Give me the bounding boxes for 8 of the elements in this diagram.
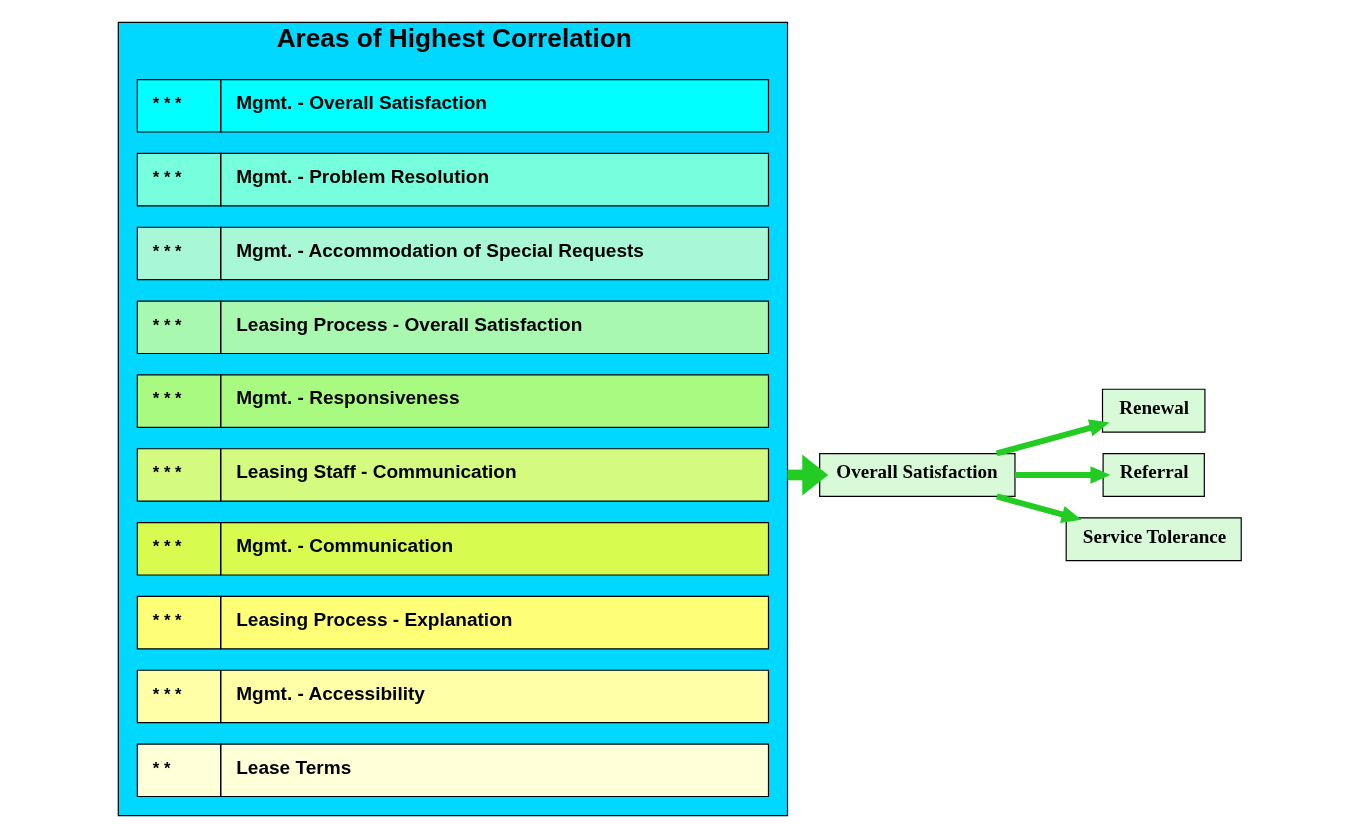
arrow bbox=[787, 454, 829, 496]
arrow bbox=[1015, 466, 1111, 484]
node-box: Renewal bbox=[1101, 388, 1206, 433]
node-box: Service Tolerance bbox=[1065, 517, 1242, 562]
arrow bbox=[995, 419, 1110, 457]
arrow bbox=[995, 493, 1082, 523]
node-box: Overall Satisfaction bbox=[819, 452, 1016, 497]
node-box: Referral bbox=[1102, 452, 1205, 497]
